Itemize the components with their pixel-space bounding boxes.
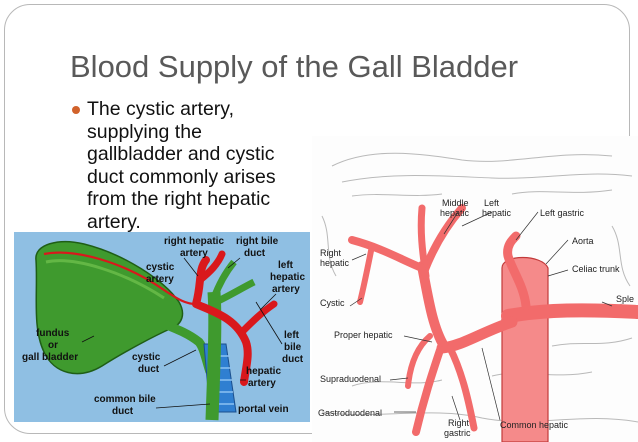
- label-splenic: Sple: [616, 294, 634, 304]
- label-cystic-artery-1: cystic: [146, 262, 175, 273]
- label-common-hepatic: Common hepatic: [500, 420, 569, 430]
- label-left-hepatic-1: Left: [484, 198, 500, 208]
- label-right-gastric-2: gastric: [444, 428, 471, 438]
- slide-title: Blood Supply of the Gall Bladder: [70, 49, 519, 84]
- label-left-hepatic-artery-1: left: [278, 260, 294, 271]
- label-right-bile-duct-1: right bile: [236, 236, 279, 247]
- bullet-dot-icon: [72, 106, 80, 114]
- label-fundus-2: or: [48, 340, 58, 351]
- label-left-hepatic-2: hepatic: [482, 208, 512, 218]
- label-gastroduodenal: Gastroduodenal: [318, 408, 382, 418]
- gallbladder-highlight: [45, 259, 165, 300]
- left-hepatic-artery-shape: [238, 300, 278, 336]
- cystic-artery-branch: [43, 251, 197, 306]
- bullet-line-5: from the right hepatic: [87, 188, 271, 210]
- label-cystic-artery-2: artery: [146, 274, 174, 285]
- common-bile-duct-shape: [205, 291, 222, 421]
- label-left-hepatic-artery-3: artery: [272, 284, 300, 295]
- label-proper-hepatic: Proper hepatic: [334, 330, 393, 340]
- label-hepatic-artery-1: hepatic: [246, 366, 281, 377]
- label-left-bile-duct-3: duct: [282, 354, 304, 365]
- label-right-hepatic-2: hepatic: [320, 258, 350, 268]
- label-right-hepatic-artery-1: right hepatic: [164, 236, 224, 247]
- label-right-bile-duct-2: duct: [244, 248, 266, 259]
- label-cystic: Cystic: [320, 298, 345, 308]
- label-celiac-trunk: Celiac trunk: [572, 264, 620, 274]
- supraduodenal-artery-shape: [405, 333, 433, 389]
- label-common-bile-duct-2: duct: [112, 406, 134, 417]
- label-fundus-3: gall bladder: [22, 352, 78, 363]
- label-middle-hepatic-1: Middle: [442, 198, 469, 208]
- label-left-bile-duct-1: left: [284, 330, 300, 341]
- right-hepatic-artery-shape: [348, 236, 426, 272]
- bullet-line-4: duct commonly arises: [87, 165, 276, 188]
- bullet-line-6: artery.: [87, 210, 141, 233]
- bullet-line-2: supplying the: [87, 120, 202, 143]
- celiac-trunk-diagram: Middle hepatic Left hepatic Left gastric…: [312, 136, 638, 442]
- label-left-gastric: Left gastric: [540, 208, 585, 218]
- bullet-line-3: gallbladder and cystic: [87, 143, 275, 165]
- label-fundus-1: fundus: [36, 328, 70, 339]
- label-hepatic-artery-2: artery: [248, 378, 276, 389]
- right-hepatic-artery-top: [196, 250, 226, 284]
- right-gastric-artery-shape: [446, 344, 478, 432]
- gallbladder-anatomy-diagram: right hepatic artery right bile duct cys…: [14, 232, 310, 422]
- aorta-shape: [501, 257, 549, 442]
- bullet-line-1: The cystic artery,: [87, 98, 235, 120]
- label-aorta: Aorta: [572, 236, 594, 246]
- label-common-bile-duct-1: common bile: [94, 394, 156, 405]
- label-right-gastric-1: Right: [448, 418, 470, 428]
- label-left-hepatic-artery-2: hepatic: [270, 272, 305, 283]
- left-gastric-artery-shape: [503, 231, 531, 311]
- celiac-trunk-svg: Middle hepatic Left hepatic Left gastric…: [318, 152, 638, 442]
- label-middle-hepatic-2: hepatic: [440, 208, 470, 218]
- cystic-artery-shape: [357, 243, 375, 305]
- leader-lines: [81, 257, 283, 409]
- gastroduodenal-artery-shape: [412, 346, 444, 436]
- label-cystic-duct-2: duct: [138, 364, 160, 375]
- left-bile-duct-shape: [214, 278, 256, 306]
- background-sketch: [321, 152, 638, 423]
- label-portal-vein: portal vein: [238, 404, 289, 415]
- cystic-duct-shape: [162, 319, 215, 374]
- label-cystic-duct-1: cystic: [132, 352, 161, 363]
- label-supraduodenal: Supraduodenal: [320, 374, 381, 384]
- label-right-hepatic-1: Right: [320, 248, 342, 258]
- label-left-bile-duct-2: bile: [284, 342, 302, 353]
- label-right-hepatic-artery-2: artery: [180, 248, 208, 259]
- gallbladder-anatomy-svg: right hepatic artery right bile duct cys…: [22, 236, 305, 421]
- right-diagram-leader-lines: [349, 211, 613, 421]
- celiac-trunk-shape: [501, 303, 638, 323]
- bullet-point: The cystic artery, supplying the gallbla…: [70, 98, 310, 238]
